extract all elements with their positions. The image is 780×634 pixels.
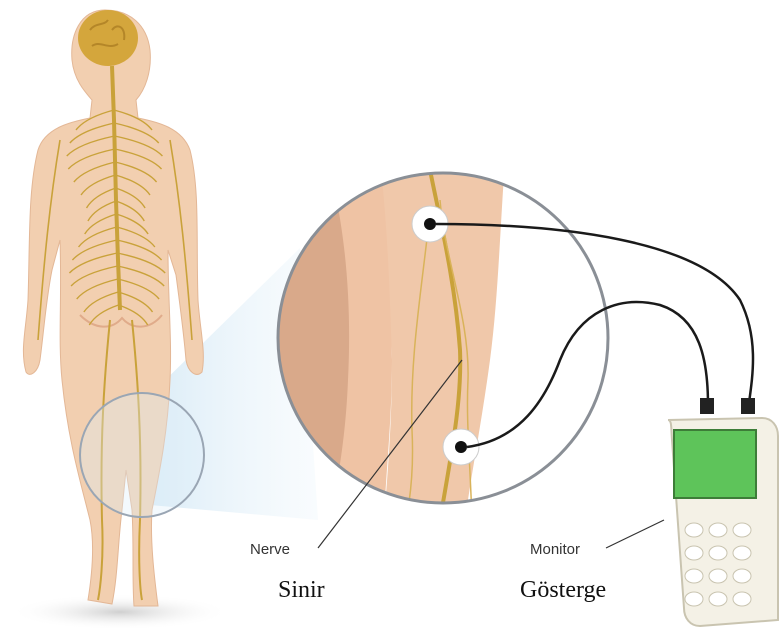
keypad-button — [709, 592, 727, 606]
keypad-button — [733, 592, 751, 606]
keypad-button — [733, 523, 751, 537]
keypad-button — [709, 523, 727, 537]
knee-magnifier-ring — [80, 393, 204, 517]
keypad-button — [733, 569, 751, 583]
keypad-button — [685, 546, 703, 560]
keypad-button — [709, 569, 727, 583]
monitor-screen — [674, 430, 756, 498]
keypad-button — [733, 546, 751, 560]
nerve-label-turkish: Sinir — [278, 577, 325, 603]
monitor-label-turkish: Gösterge — [520, 577, 606, 603]
keypad-button — [709, 546, 727, 560]
keypad-button — [685, 523, 703, 537]
monitor-leader-line — [606, 520, 664, 548]
keypad-button — [685, 569, 703, 583]
nerve-label: Nerve — [250, 541, 290, 558]
keypad-button — [685, 592, 703, 606]
handheld-monitor-icon — [668, 398, 778, 626]
floor-shadow — [10, 594, 230, 630]
human-body — [23, 10, 203, 606]
monitor-label: Monitor — [530, 541, 580, 558]
brain-icon — [78, 10, 138, 66]
